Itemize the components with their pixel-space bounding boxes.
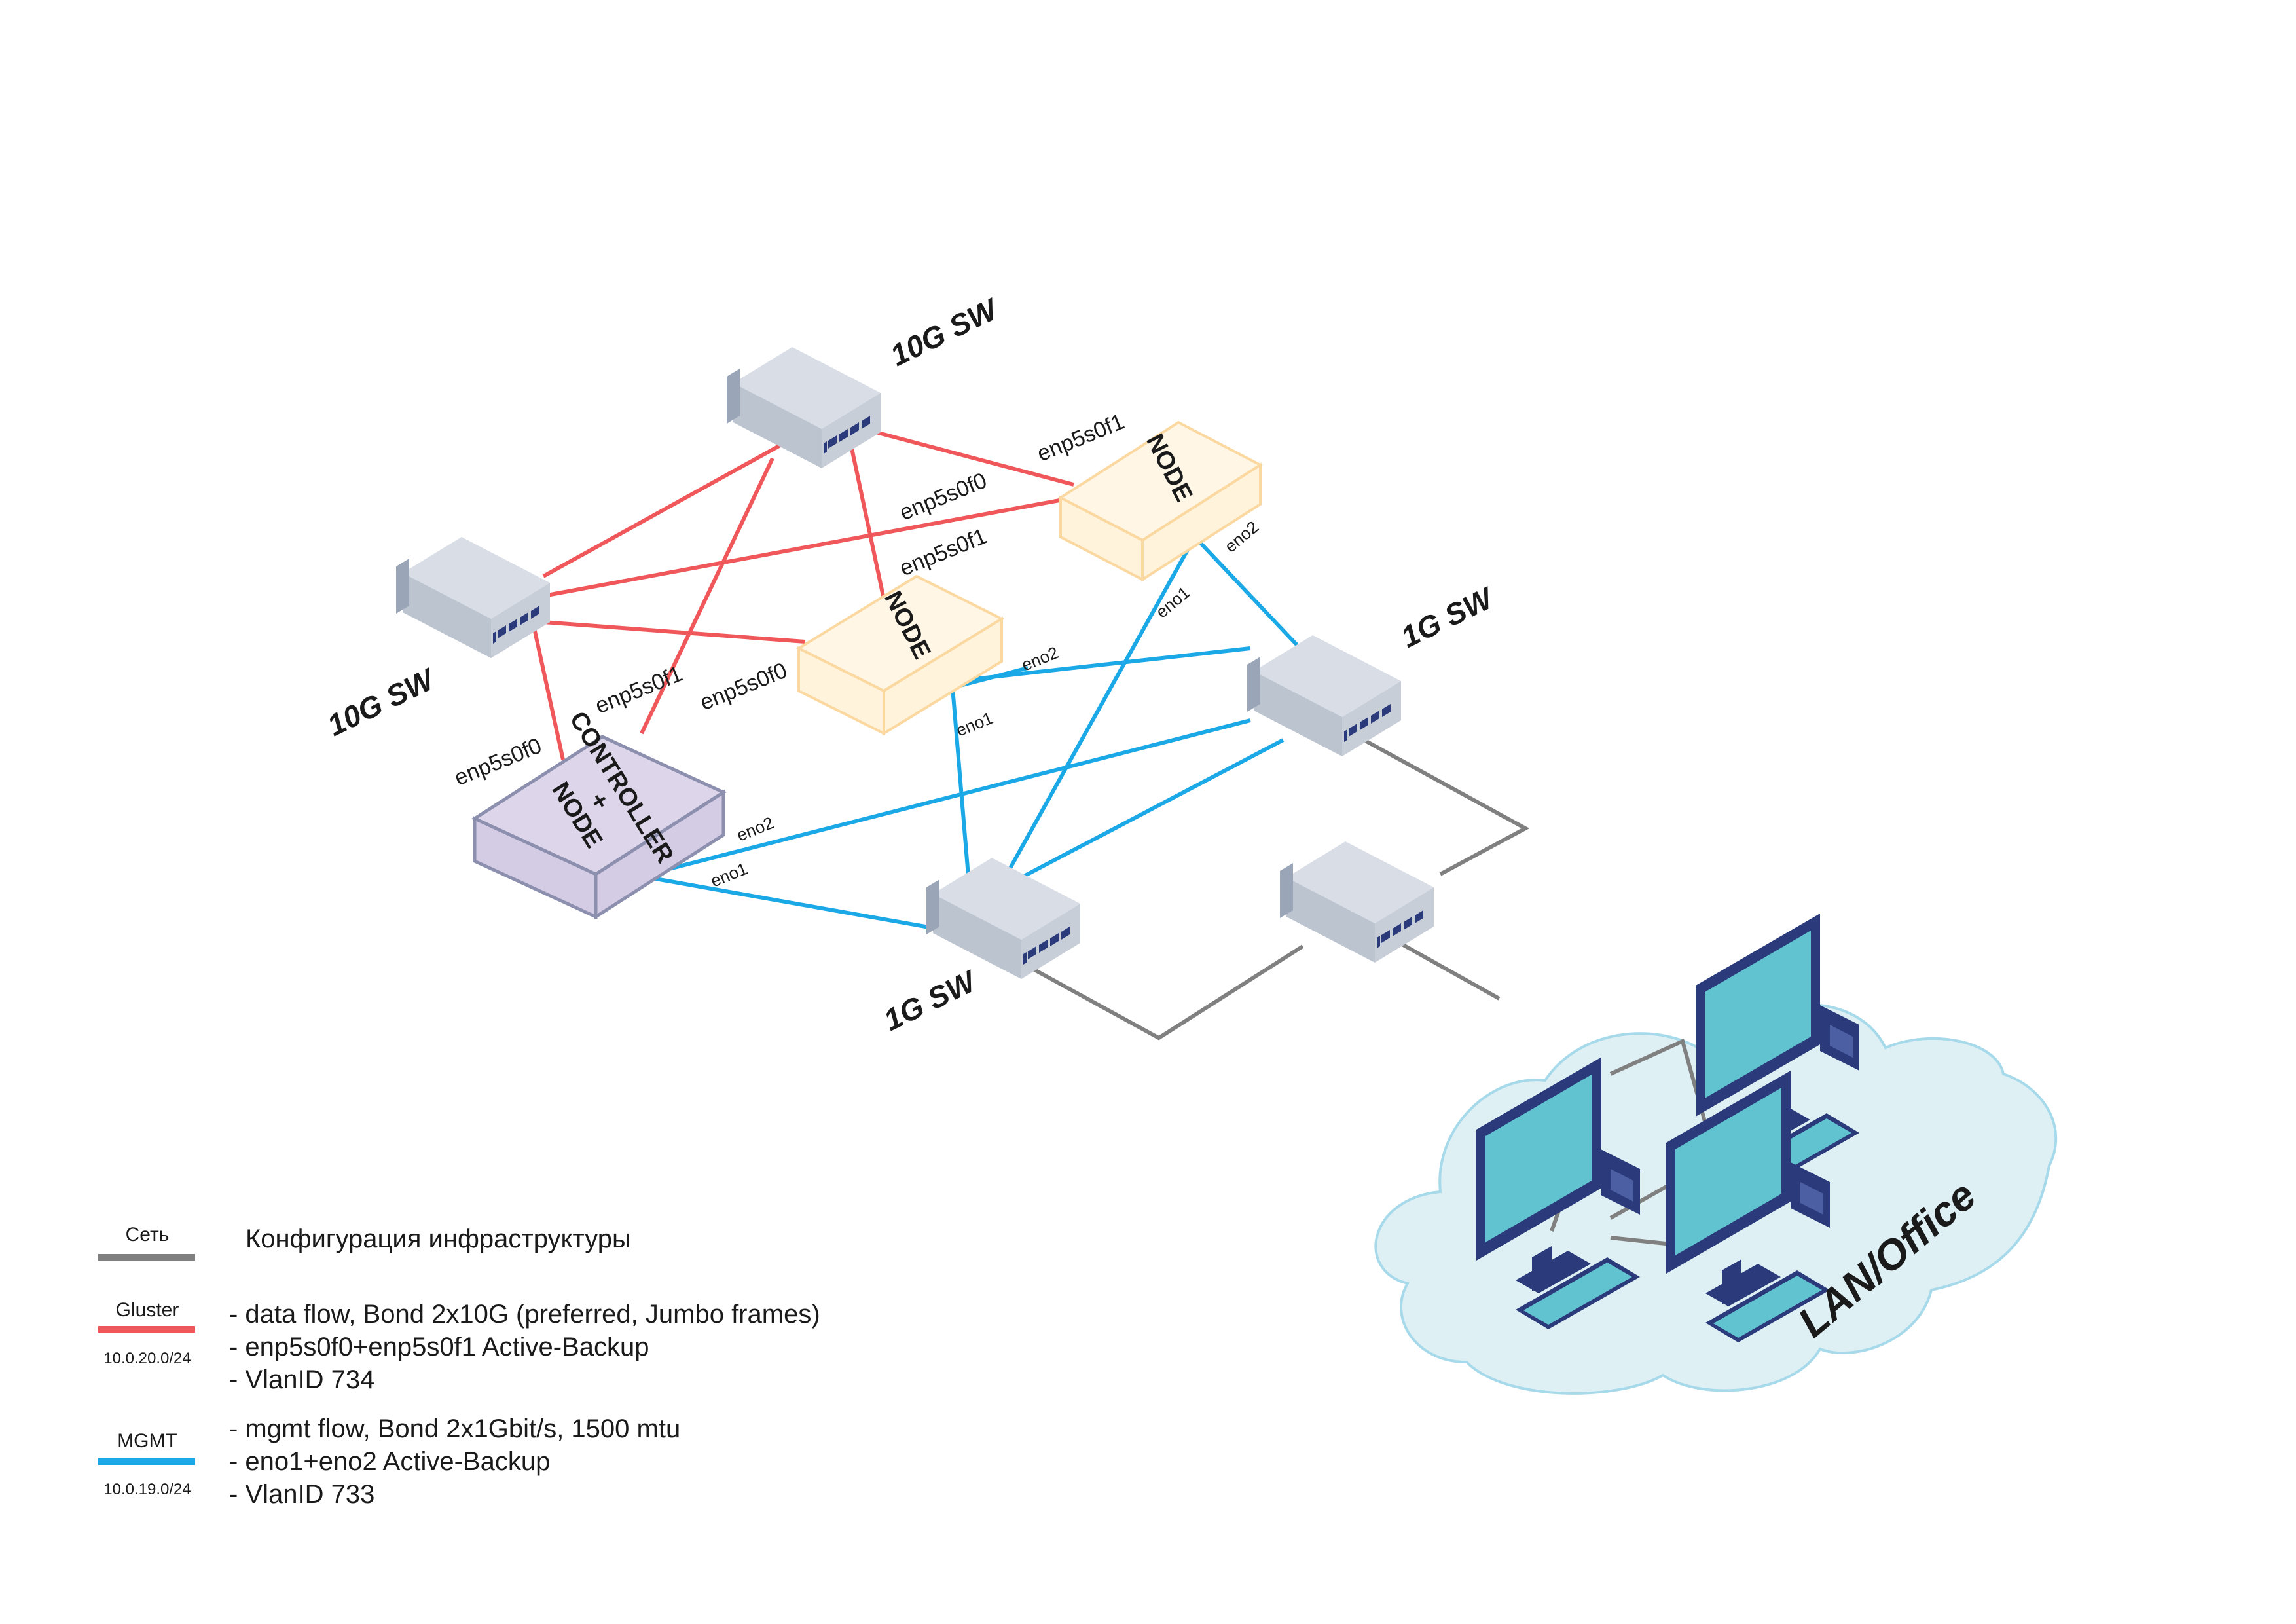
port-label-controller-eno2: eno2 xyxy=(734,813,776,845)
legend-title: Конфигурация инфраструктуры xyxy=(246,1225,631,1253)
port-label-node-center-left: enp5s0f0 xyxy=(697,658,791,716)
switch-10g-left-label: 10G SW xyxy=(322,661,441,743)
node-right[interactable]: NODE xyxy=(1058,420,1263,582)
legend-gluster-line-1: - data flow, Bond 2x10G (preferred, Jumb… xyxy=(229,1300,820,1329)
legend-mgmt-line-2: - eno1+eno2 Active-Backup xyxy=(229,1447,550,1476)
gluster-links xyxy=(532,424,1074,760)
switch-1g-right[interactable] xyxy=(1247,635,1401,756)
legend-gluster-line-3: - VlanID 734 xyxy=(229,1365,374,1394)
legend-mgmt-line-3: - VlanID 733 xyxy=(229,1480,374,1509)
legend-mgmt-name: MGMT xyxy=(117,1430,177,1452)
port-label-node-right-eno1: eno1 xyxy=(1152,582,1194,621)
legend: Сеть Конфигурация инфраструктуры Gluster… xyxy=(98,1224,820,1509)
mgmt-links xyxy=(647,535,1311,935)
port-label-controller-eno1: eno1 xyxy=(708,858,750,891)
port-label-controller-mid: enp5s0f1 xyxy=(592,661,686,719)
switch-10g-left[interactable] xyxy=(396,537,550,658)
switch-lan-router[interactable] xyxy=(1280,841,1434,963)
port-label-node-center-eno1: eno1 xyxy=(953,708,996,740)
switch-1g-bottom-label: 1G SW xyxy=(879,963,983,1037)
legend-gluster-line-2: - enp5s0f0+enp5s0f1 Active-Backup xyxy=(229,1333,649,1361)
legend-gluster-subnet: 10.0.20.0/24 xyxy=(103,1350,191,1367)
switch-1g-right-label: 1G SW xyxy=(1396,580,1500,654)
legend-gluster-name: Gluster xyxy=(116,1299,179,1321)
port-label-node-center-top: enp5s0f1 xyxy=(896,524,991,581)
legend-mgmt-line-1: - mgmt flow, Bond 2x1Gbit/s, 1500 mtu xyxy=(229,1414,680,1443)
port-label-node-right-top: enp5s0f1 xyxy=(1034,409,1128,467)
legend-net-name: Сеть xyxy=(126,1224,170,1246)
switch-10g-top-label: 10G SW xyxy=(885,291,1004,373)
switch-10g-top[interactable] xyxy=(727,347,881,468)
legend-mgmt-subnet: 10.0.19.0/24 xyxy=(103,1481,191,1498)
switch-1g-bottom[interactable] xyxy=(926,858,1080,979)
node-center[interactable]: NODE xyxy=(795,574,1005,736)
controller-node[interactable]: CONTROLLER + NODE xyxy=(471,707,727,920)
